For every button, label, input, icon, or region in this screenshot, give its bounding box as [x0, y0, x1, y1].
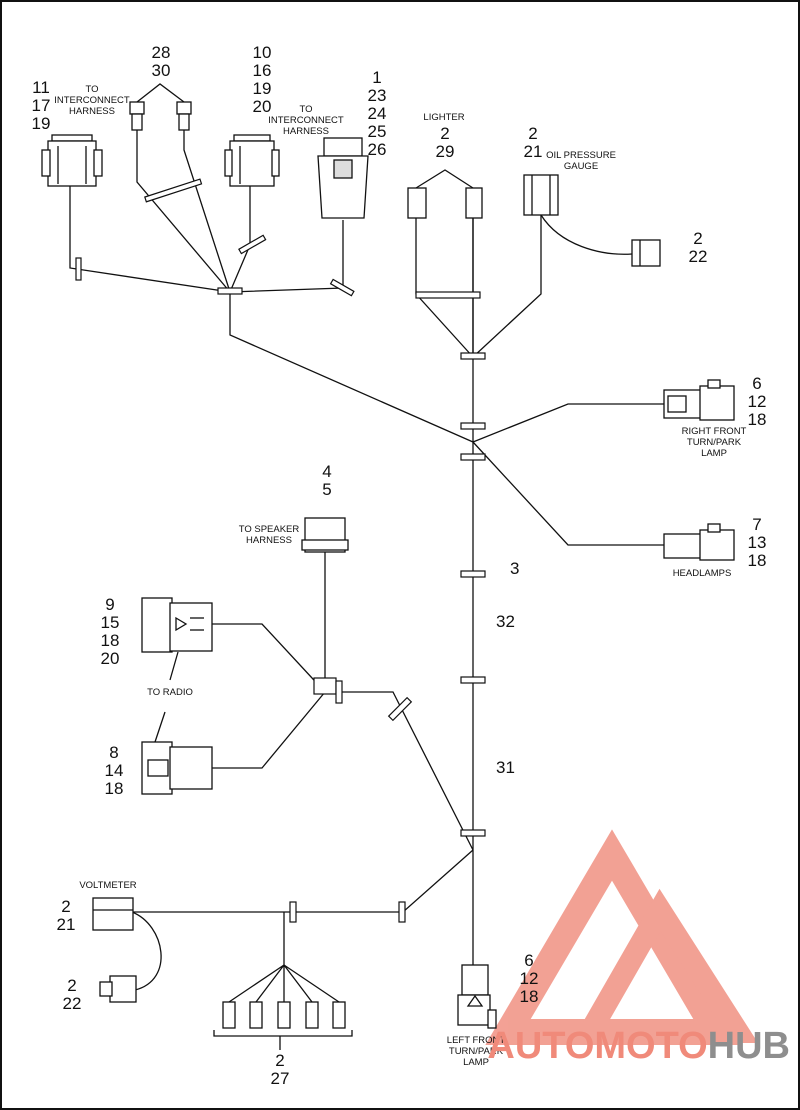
connector-speaker: [301, 517, 349, 553]
watermark-text: AUTOMOTOHUB: [487, 1025, 790, 1067]
connector-voltmeter: [92, 897, 134, 931]
connector-interconnect-center: [224, 134, 280, 187]
connector-voltmeter-2-22: [99, 975, 137, 1003]
connector-radio-lower: [141, 711, 213, 795]
connector-radio-upper: [141, 597, 213, 681]
connector-headlamps: [663, 523, 735, 561]
callout-3: 3: [510, 559, 519, 578]
connector-right-front-turn: [663, 379, 735, 421]
callout-31: 31: [496, 758, 515, 777]
connector-lighter: [407, 169, 483, 219]
wire-runs: [69, 128, 664, 1003]
callout-32: 32: [496, 612, 515, 631]
label-lighter: LIGHTER: [423, 112, 464, 123]
connector-oil-pressure-gauge: [523, 174, 559, 216]
connector-interconnect-left: [41, 134, 103, 187]
label-headlamps: HEADLAMPS: [673, 568, 732, 579]
label-voltmeter: VOLTMETER: [79, 880, 136, 891]
cable-ties: [75, 178, 486, 923]
connector-interconnect-right: [317, 137, 369, 219]
connector-bullets-interconnect: [129, 83, 192, 131]
label-to-radio: TO RADIO: [147, 687, 193, 698]
connector-left-front-turn: [457, 964, 497, 1029]
connector-oil-2-22: [631, 239, 661, 267]
connector-terminals-2-27: [213, 1001, 353, 1050]
watermark-logo-icon: [485, 829, 759, 1045]
